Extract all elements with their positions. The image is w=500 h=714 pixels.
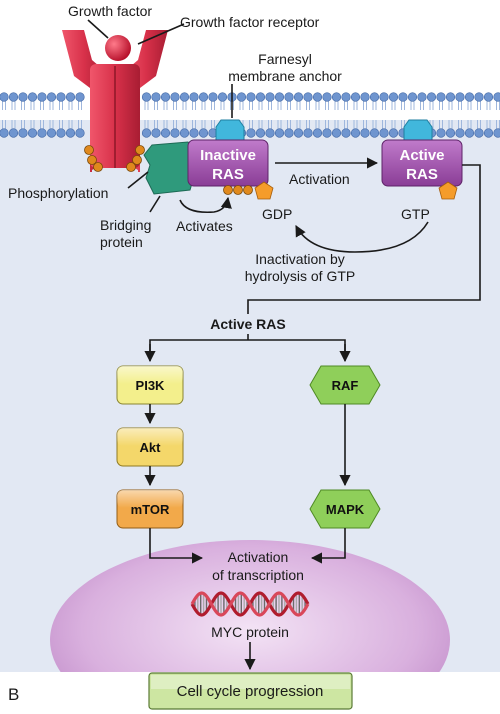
active-ras-heading: Active RAS [210,316,285,332]
mtor-label: mTOR [131,502,170,517]
mapk-label: MAPK [326,502,365,517]
mapk-hexagon [309,489,381,529]
inactive-ras-line2: RAS [212,166,244,183]
inactivation-arrow [295,221,429,253]
output-box [148,672,353,710]
farnesyl-anchor-active [403,119,433,143]
bridging-protein-label-line2: protein [100,234,143,250]
output-label: Cell cycle progression [177,683,324,700]
active-ras-box [381,139,463,187]
growth-factor-receptor [62,30,168,172]
mtor-to-transcription-arrow [149,528,204,564]
cell-membrane [0,92,500,138]
active-ras-line1: Active [399,147,444,164]
activates-label: Activates [176,218,233,234]
ras-phosphates [223,185,253,195]
inactive-ras-line1: Inactive [200,147,256,164]
active-ras-line2: RAS [406,166,438,183]
phosphorylation-label: Phosphorylation [8,185,108,201]
myc-protein-label: MYC protein [211,624,289,640]
growth-factor-label: Growth factor [68,3,152,19]
farnesyl-label-line1: Farnesyl [258,51,312,67]
growth-factor-receptor-label: Growth factor receptor [180,14,320,30]
gdp-molecule [254,181,274,200]
raf-hexagon [309,365,381,405]
panel-letter: B [8,685,19,704]
inactivation-label-line2: hydrolysis of GTP [245,268,355,284]
raf-label: RAF [332,378,359,393]
inactivation-label-line1: Inactivation by [255,251,345,267]
akt-label: Akt [140,440,162,455]
active-ras-connector [247,164,481,314]
farnesyl-label-line2: membrane anchor [228,68,342,84]
transcription-label-line1: Activation [228,549,289,565]
dna-helix-icon [190,591,310,617]
mapk-to-transcription-arrow [310,528,346,564]
gtp-molecule [438,181,458,200]
farnesyl-anchor-inactive [215,119,245,143]
gtp-label: GTP [401,206,430,222]
gdp-label: GDP [262,206,292,222]
growth-factor [105,35,131,61]
nucleus [50,540,450,714]
activation-label: Activation [289,171,350,187]
bridging-protein-label-line1: Bridging [100,217,151,233]
pi3k-label: PI3K [136,378,166,393]
transcription-label-line2: of transcription [212,567,304,583]
receptor-phosphates [84,145,145,172]
activates-arrow [179,196,232,214]
